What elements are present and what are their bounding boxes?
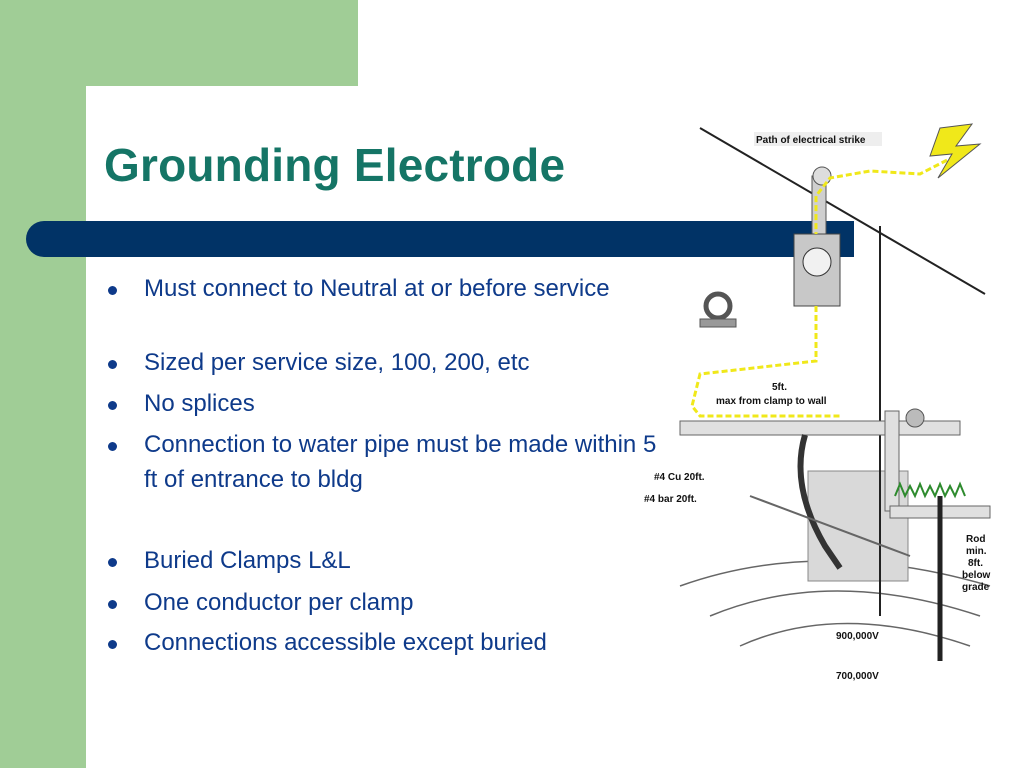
bullet-item: One conductor per clamp [104,585,664,620]
strike-label-bg [754,132,882,146]
bullet-dot [108,401,117,410]
bullet-dot [108,600,117,609]
faucet-icon [905,408,925,428]
bullet-text: Connection to water pipe must be made wi… [144,431,657,493]
max-clamp-label: max from clamp to wall [716,396,827,407]
copper-conductor [797,434,843,570]
bullet-dot [108,360,117,369]
weatherhead [812,166,832,186]
lightning-bolt-icon [929,123,982,179]
bullet-dot [108,286,117,295]
bullet-dot [108,640,117,649]
bullet-item: No splices [104,386,664,421]
bullet-item: Connection to water pipe must be made wi… [104,427,664,497]
rod-label-5: grade [962,582,990,593]
bullet-text: Buried Clamps L&L [144,547,351,574]
bullet-item: Must connect to Neutral at or before ser… [104,271,664,306]
bullet-text: No splices [144,390,255,417]
rod-label-2: min. [966,546,987,557]
riser-pipe [884,410,900,512]
strike-path [814,154,956,234]
voltage-700-label: 700,000V [836,671,879,682]
title-divider-bar [26,221,854,257]
copper-label: #4 Cu 20ft. [654,472,705,483]
ground-wire-path [690,306,840,418]
meter-dial-icon [802,247,832,277]
rebar-label: #4 bar 20ft. [644,494,697,505]
rebar-conductor [749,495,911,557]
grounding-diagram-svg: Path of electrical strike 5ft. max from … [644,123,991,682]
voltage-900-label: 900,000V [836,631,879,642]
bullet-item: Connections accessible except buried [104,625,664,660]
bullet-text: Sized per service size, 100, 200, etc [144,349,530,376]
rounded-corner-panel [86,86,206,206]
bullet-text: One conductor per clamp [144,589,414,616]
bullet-item: Buried Clamps L&L [104,543,664,578]
bullet-text: Connections accessible except buried [144,629,547,656]
rod-label-1: Rod [966,534,985,545]
strike-label: Path of electrical strike [756,135,866,146]
bullet-dot [108,442,117,451]
rod-label-3: 8ft. [968,558,983,569]
clamp-base [699,318,737,328]
green-top-corner [86,0,358,86]
grounding-diagram: Path of electrical strike 5ft. max from … [640,116,1000,686]
ground-clamp-icon [703,291,733,321]
green-side-strip [0,0,86,768]
grass [894,481,966,499]
rod-label-4: below [962,570,991,581]
bullet-dot [108,558,117,567]
bullet-item: Sized per service size, 100, 200, etc [104,345,664,380]
five-ft-label: 5ft. [772,382,787,393]
bullet-text: Must connect to Neutral at or before ser… [144,275,610,302]
service-drop-wire [699,127,986,295]
slide-title: Grounding Electrode [104,139,566,191]
